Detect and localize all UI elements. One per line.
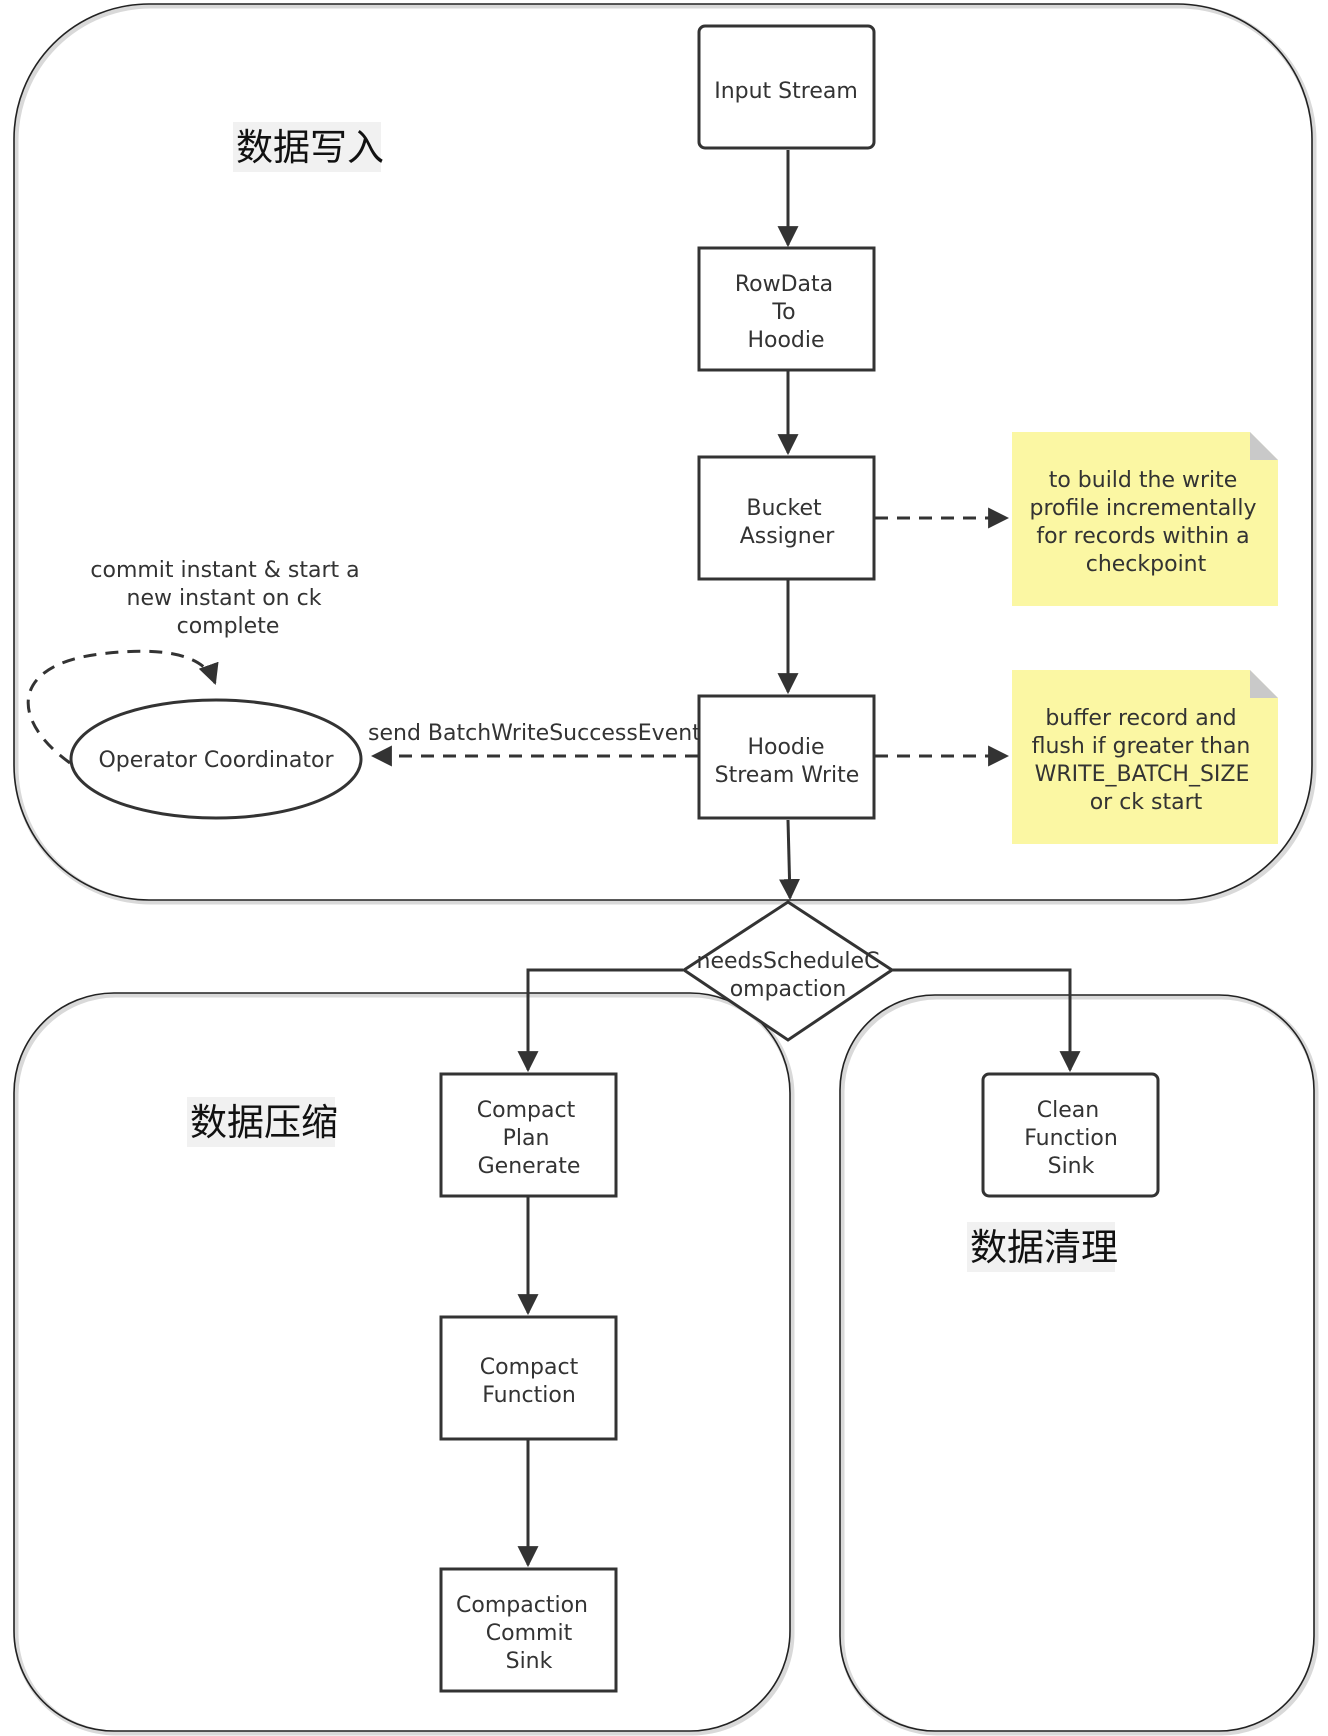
edge-decision-to-clean — [891, 968, 1081, 1073]
node-label: Function — [1024, 1126, 1118, 1151]
self-loop-label-line: commit instant & start a — [90, 558, 359, 583]
region-title-compaction: 数据压缩 — [190, 1101, 338, 1144]
node-input-stream: Input Stream — [697, 24, 876, 150]
note-stream-write: buffer record and flush if greater than … — [1012, 670, 1278, 844]
node-compact-function: Compact Function — [439, 1315, 618, 1441]
node-label: Sink — [1048, 1154, 1095, 1179]
node-label: Bucket — [746, 496, 822, 521]
node-operator-coordinator: Operator Coordinator — [69, 698, 363, 820]
node-clean-function-sink: Clean Function Sink — [981, 1072, 1160, 1198]
node-bucket-assigner: Bucket Assigner — [697, 455, 876, 581]
send-event-label: send BatchWriteSuccessEvent — [368, 721, 701, 746]
node-label: To — [771, 300, 795, 325]
region-data-compaction — [13, 992, 795, 1736]
decision-needs-schedule-compaction: needsScheduleC ompaction — [681, 900, 895, 1042]
region-data-write — [13, 3, 1317, 905]
node-label: Compact — [477, 1098, 576, 1123]
decision-label: ompaction — [730, 977, 847, 1002]
node-label: Compaction — [456, 1593, 588, 1618]
node-label: Generate — [478, 1154, 581, 1179]
region-title-write: 数据写入 — [236, 126, 384, 169]
node-label: Function — [482, 1383, 576, 1408]
node-label: Operator Coordinator — [98, 748, 334, 773]
note-line: profile incrementally — [1030, 496, 1257, 521]
node-compaction-commit-sink: Compaction Commit Sink — [439, 1567, 618, 1693]
node-label: Commit — [486, 1621, 573, 1646]
note-line: for records within a — [1036, 524, 1249, 549]
note-line: flush if greater than — [1032, 734, 1251, 759]
note-line: checkpoint — [1086, 552, 1207, 577]
node-label: RowData — [735, 272, 833, 297]
region-title-background — [187, 1097, 335, 1147]
node-label: Hoodie — [747, 328, 824, 353]
node-label: Compact — [480, 1355, 579, 1380]
node-compact-plan-generate: Compact Plan Generate — [439, 1072, 618, 1198]
note-line: or ck start — [1090, 790, 1203, 815]
region-title-background — [967, 1222, 1115, 1272]
region-title-background — [233, 122, 381, 172]
self-loop-label-line: complete — [177, 614, 280, 639]
note-line: to build the write — [1049, 468, 1238, 493]
edge-decision-to-compact-plan — [517, 968, 683, 1073]
edge-coordinator-self-loop — [26, 649, 219, 765]
edge-streamwrite-to-decision — [779, 819, 801, 901]
node-label: Hoodie — [747, 735, 824, 760]
node-label: Sink — [506, 1649, 553, 1674]
node-rowdata-to-hoodie: RowData To Hoodie — [697, 246, 876, 372]
note-bucket-assigner: to build the write profile incrementally… — [1012, 432, 1278, 606]
region-title-clean: 数据清理 — [970, 1226, 1118, 1269]
node-label: Assigner — [740, 524, 836, 549]
node-hoodie-stream-write: Hoodie Stream Write — [697, 694, 876, 820]
note-line: WRITE_BATCH_SIZE — [1035, 762, 1250, 787]
node-label: Input Stream — [714, 79, 858, 104]
region-data-clean — [839, 994, 1319, 1736]
node-label: Plan — [503, 1126, 550, 1151]
note-line: buffer record and — [1045, 706, 1236, 731]
node-label: Clean — [1037, 1098, 1099, 1123]
self-loop-label-line: new instant on ck — [127, 586, 322, 611]
node-label: Stream Write — [715, 763, 860, 788]
decision-label: needsScheduleC — [697, 949, 880, 974]
